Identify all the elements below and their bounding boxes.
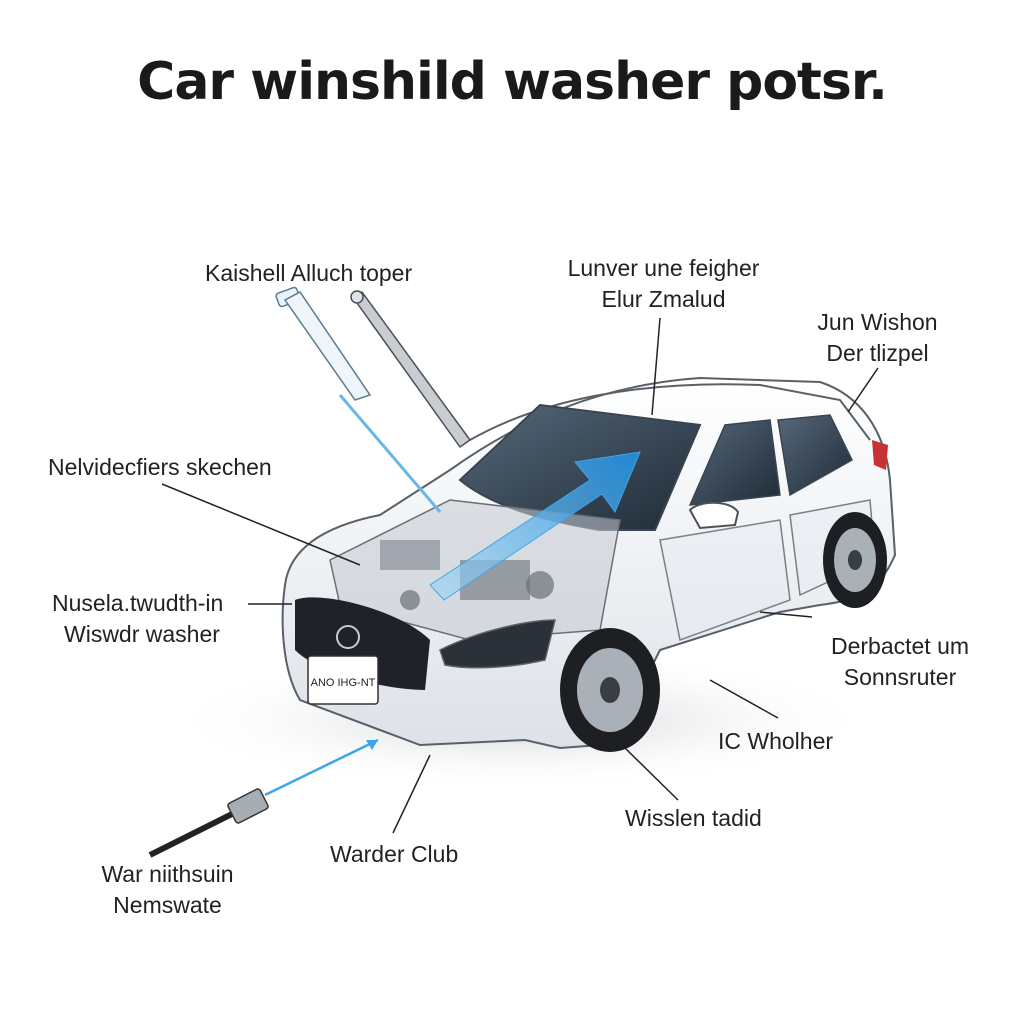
label-left-1: Nelvidecfiers skechen (48, 452, 272, 483)
side-mirror (690, 503, 738, 528)
rear-wheel (823, 512, 887, 608)
leader-left-1 (162, 484, 360, 565)
label-right-2: IC Wholher (718, 726, 833, 757)
label-top-left: Kaishell Alluch toper (205, 258, 412, 289)
label-bottom-right: Wisslen tadid (625, 803, 762, 834)
label-bottom-center: Warder Club (330, 839, 458, 870)
washer-tool-right (351, 291, 470, 447)
front-door (660, 520, 790, 640)
leader-top-right (848, 368, 878, 412)
washer-tool-left (275, 287, 440, 512)
plate-text: ANO IHG-NT (311, 677, 376, 689)
front-wheel (560, 628, 660, 752)
